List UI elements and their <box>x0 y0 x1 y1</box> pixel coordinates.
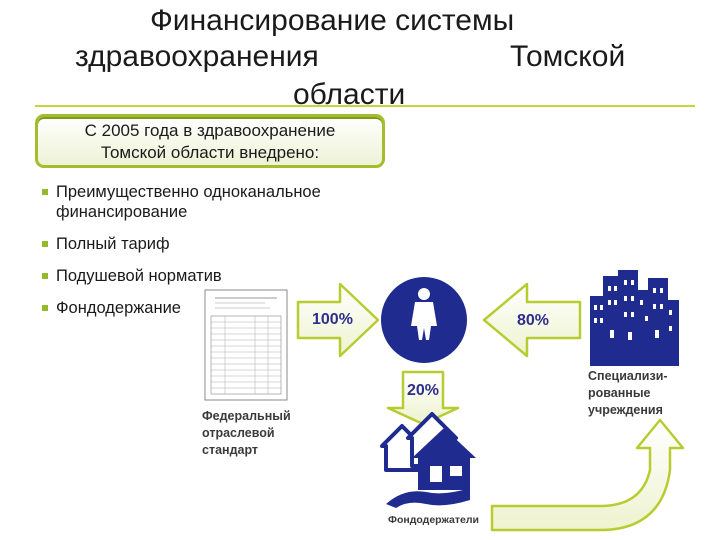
title-line-1: Финансирование системы <box>150 4 515 37</box>
document-caption: Федеральный отраслевой стандарт <box>202 408 291 459</box>
document-caption-line: стандарт <box>202 443 259 457</box>
callout-line-1: С 2005 года в здравоохранение <box>84 121 336 140</box>
bullet-square-icon <box>42 189 48 195</box>
bullet-text: Подушевой норматив <box>56 267 222 285</box>
bullet-text: Преимущественно одноканальное <box>56 183 321 201</box>
percent-80-label: 80% <box>517 312 550 329</box>
callout-line-2: Томской области внедрено: <box>100 143 320 162</box>
fundholders-caption: Фондодержатели <box>388 514 479 526</box>
bullet-square-icon <box>42 273 48 279</box>
houses-icon <box>380 412 476 508</box>
bullet-item: Преимущественно одноканальное финансиров… <box>42 182 321 222</box>
specialized-caption: Специализи- рованные учреждения <box>588 368 668 419</box>
bullet-text: Полный тариф <box>56 235 170 253</box>
city-buildings-icon <box>590 270 679 366</box>
bullet-text: Фондодержание <box>56 299 181 317</box>
bullet-square-icon <box>42 241 48 247</box>
bullet-text-cont: финансирование <box>56 203 188 221</box>
title-line-2a: здравоохранения <box>75 40 319 73</box>
arrow-left-shape <box>482 282 582 358</box>
arrow-down-shape <box>386 370 460 426</box>
bullet-item: Подушевой норматив <box>42 266 222 286</box>
person-icon <box>381 277 467 363</box>
curved-arrow-shape <box>490 418 685 532</box>
percent-20-label: 20% <box>407 382 440 399</box>
bullet-item: Полный тариф <box>42 234 170 254</box>
specialized-caption-line: Специализи- <box>588 369 668 383</box>
bullet-item: Фондодержание <box>42 298 181 318</box>
specialized-caption-line: учреждения <box>588 403 663 417</box>
bullet-square-icon <box>42 305 48 311</box>
arrow-right-shape <box>296 282 380 358</box>
document-caption-line: отраслевой <box>202 426 275 440</box>
specialized-caption-line: рованные <box>588 386 651 400</box>
document-icon <box>204 289 288 401</box>
title-underline <box>35 105 695 107</box>
percent-100-label: 100% <box>312 311 353 328</box>
title-line-2b: Томской <box>510 40 626 73</box>
callout-box: С 2005 года в здравоохранение Томской об… <box>35 114 385 168</box>
document-caption-line: Федеральный <box>202 409 291 423</box>
